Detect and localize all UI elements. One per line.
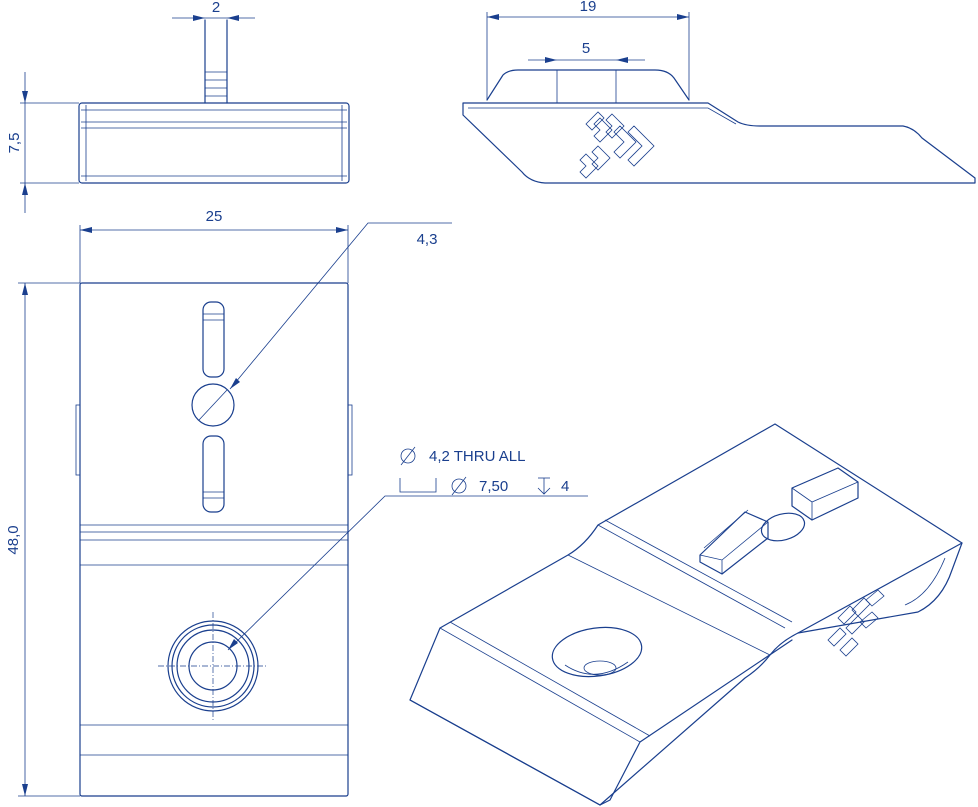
dim-label-25: 25: [206, 208, 223, 225]
dim-width: 25: [79, 208, 349, 283]
dim-top-length: 19: [486, 0, 690, 100]
callout-cbore-depth: 4: [561, 478, 569, 495]
dim-label-19: 19: [580, 0, 597, 15]
dim-slot-spacing: 5: [528, 40, 645, 63]
dim-label-5: 5: [582, 40, 590, 57]
dim-label-7-5: 7,5: [6, 133, 23, 154]
leader-small-hole: 4,3: [229, 222, 452, 390]
dim-label-2: 2: [212, 0, 220, 16]
leader-counterbore: 4,2 THRU ALL 7,50 4: [227, 446, 588, 651]
top-view: [75, 282, 353, 797]
isometric-view: [409, 423, 963, 806]
dim-label-4-3: 4,3: [417, 231, 438, 248]
front-view: [78, 19, 350, 184]
dim-length: 48,0: [5, 282, 80, 797]
side-view: [462, 69, 976, 184]
dim-label-48: 48,0: [5, 525, 22, 554]
callout-thru: 4,2 THRU ALL: [429, 448, 525, 465]
dim-height: 7,5: [6, 72, 79, 213]
callout-cbore-diameter: 7,50: [479, 478, 508, 495]
dim-slot-width: 2: [172, 0, 255, 21]
